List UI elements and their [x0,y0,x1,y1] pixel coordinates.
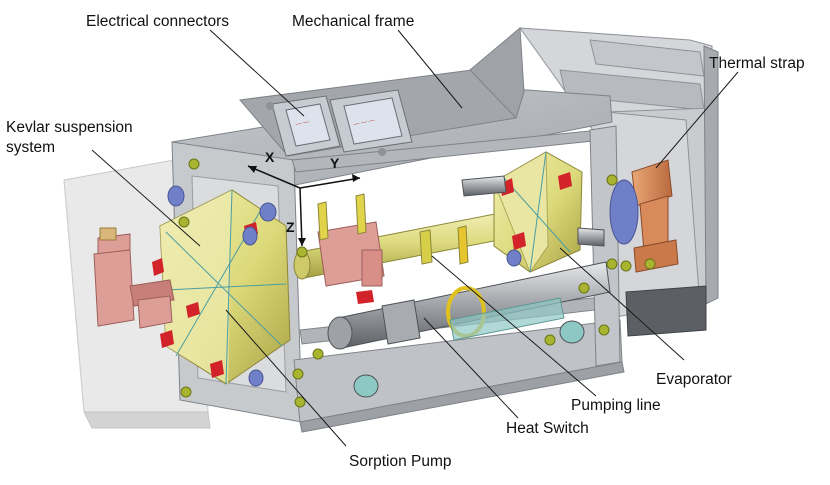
label-electrical-connectors: Electrical connectors [86,13,229,30]
electrical-connectors: — — — — — [266,89,413,157]
label-evaporator: Evaporator [656,371,732,388]
sorption-pump [152,185,291,387]
label-heat-switch: Heat Switch [506,420,589,437]
base-windows [353,320,585,398]
label-kevlar-system: system [6,139,55,156]
leader-mechanical-frame [397,29,463,109]
leader-thermal-strap [655,71,739,169]
label-sorption-pump: Sorption Pump [349,453,452,470]
axis-z-label: Z [286,219,295,235]
leader-evaporator [559,247,685,361]
leader-electrical-connectors [209,29,305,117]
label-pumping-line: Pumping line [571,397,661,414]
label-kevlar-suspension: Kevlar suspension [6,119,133,136]
leader-heat-switch [423,317,519,419]
evaporator [461,151,605,274]
callouts: Electrical connectors Mechanical frame T… [6,13,805,470]
axis-x-label: X [265,149,275,165]
bolts [178,158,656,408]
heat-switch [327,261,611,350]
svg-text:— —: — — [295,119,310,128]
leader-sorption-pump [225,309,347,447]
label-thermal-strap: Thermal strap [709,55,805,72]
axis-indicator: X Y Z [247,149,361,247]
copper-interface [93,227,175,329]
leader-pumping-line [431,255,597,397]
thermal-strap [609,159,679,273]
svg-text:— — —: — — — [353,118,375,128]
label-mechanical-frame: Mechanical frame [292,13,414,30]
axis-y-label: Y [330,155,340,171]
leader-lines [91,29,739,447]
leader-kevlar [91,149,201,247]
